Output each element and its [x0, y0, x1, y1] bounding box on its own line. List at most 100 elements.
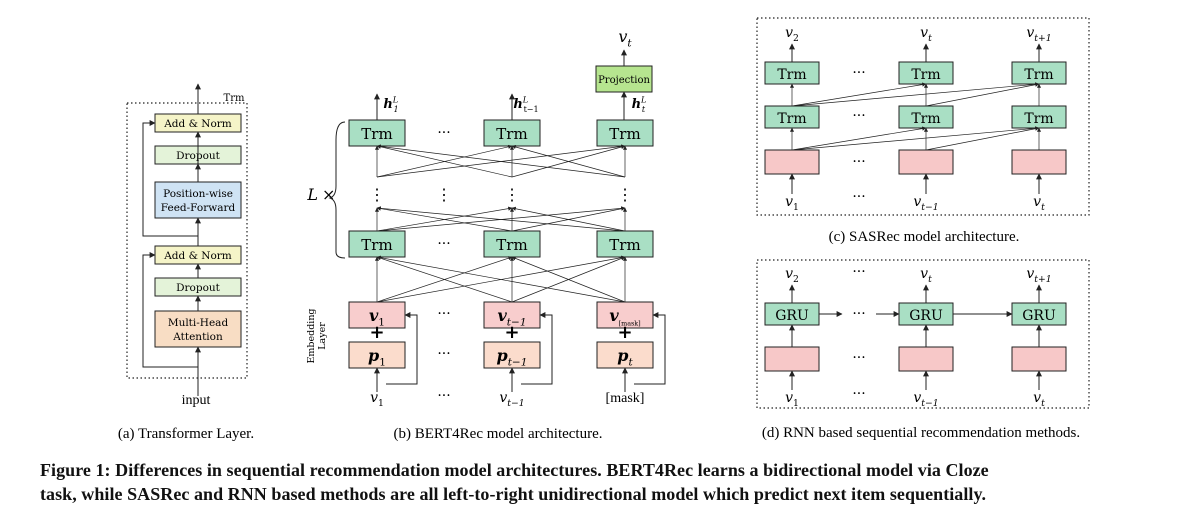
- mha-label-1: Multi-Head: [168, 317, 229, 329]
- item-embedding-block: [348, 301, 406, 329]
- rnn-output-label-2: vt: [920, 266, 932, 285]
- trm-label: Trm: [777, 67, 806, 83]
- causal-attention-arrow: [791, 126, 927, 151]
- layers-brace: [328, 121, 346, 259]
- sas-input-label-1: v1: [785, 194, 799, 213]
- attention-arrow: [376, 206, 626, 232]
- trm-block: [596, 230, 654, 258]
- trm-label: Trm: [1024, 111, 1053, 127]
- input-label-1: v1: [370, 390, 384, 409]
- trm-block: [483, 230, 541, 258]
- attention-arrow: [511, 256, 626, 303]
- sas-output-label-2: vt: [920, 25, 932, 44]
- ffn-label-1: Position-wise: [163, 188, 233, 200]
- add-norm-bottom-label: Add & Norm: [163, 250, 232, 262]
- projection-label: Projection: [598, 75, 650, 86]
- sas-output-label-1: v2: [785, 25, 799, 44]
- embedding-label-1: Embedding: [306, 308, 317, 363]
- gru-label: GRU: [775, 308, 809, 324]
- trm-block: [596, 119, 654, 147]
- vertical-ellipsis: ⋮: [436, 185, 452, 204]
- ellipsis: ···: [852, 65, 865, 81]
- add-norm-top-label: Add & Norm: [163, 118, 232, 130]
- position-embedding-label-2: pt−1: [497, 346, 528, 368]
- ellipsis: ···: [437, 388, 450, 404]
- trm-label: Trm: [1024, 67, 1053, 83]
- rnn-embedding-block: [1011, 346, 1067, 372]
- rnn-output-label-3: vt+1: [1026, 266, 1051, 285]
- ellipsis: ···: [437, 306, 450, 322]
- item-embedding-label-1: v1: [369, 306, 385, 328]
- trm-label: Trm: [609, 125, 640, 143]
- rnn-input-label-2: vt−1: [913, 390, 938, 409]
- plus-sign: +: [369, 322, 384, 343]
- embedding-label-2: Layer: [317, 322, 328, 350]
- gru-label: GRU: [909, 308, 943, 324]
- panel-sasrec: v2TrmTrmv1vtTrmTrmvt−1vt+1TrmTrmvt······…: [756, 17, 1090, 216]
- ellipsis: ···: [852, 350, 865, 366]
- plus-sign: +: [617, 322, 632, 343]
- rnn-input-label-3: vt: [1033, 390, 1045, 409]
- residual-connection-top: [142, 120, 198, 237]
- trm-label: Trm: [496, 125, 527, 143]
- sas-embedding-block: [1011, 149, 1067, 175]
- plus-sign: +: [504, 322, 519, 343]
- caption-panel-b: (b) BERT4Rec model architecture.: [393, 426, 602, 442]
- caption-panel-a: (a) Transformer Layer.: [118, 426, 254, 442]
- vertical-ellipsis: ⋮: [504, 185, 520, 204]
- gru-label: GRU: [1022, 308, 1056, 324]
- trm-label: Trm: [777, 111, 806, 127]
- sas-embedding-block: [764, 149, 820, 175]
- causal-attention-arrow: [791, 126, 1040, 151]
- trm-label: Trm: [911, 67, 940, 83]
- ellipsis: ···: [437, 236, 450, 252]
- ellipsis: ···: [852, 154, 865, 170]
- multi-head-attention-block: [154, 310, 242, 348]
- input-label: input: [182, 393, 211, 408]
- trm-label: Trm: [609, 236, 640, 254]
- vertical-ellipsis: ⋮: [369, 185, 385, 204]
- input-label-2: vt−1: [499, 390, 524, 409]
- trm-label: Trm: [361, 125, 392, 143]
- rnn-output-label-1: v2: [785, 266, 799, 285]
- mha-label-2: Attention: [172, 331, 223, 343]
- ffn-label-2: Feed-Forward: [161, 202, 236, 214]
- projection-block: [595, 65, 653, 93]
- position-embedding-block: [483, 341, 541, 369]
- position-embedding-label-1: p1: [368, 346, 386, 368]
- attention-arrow: [376, 144, 626, 178]
- trm-label: Trm: [496, 236, 527, 254]
- residual-connection-bottom: [142, 252, 198, 368]
- trm-block: [348, 119, 406, 147]
- attention-arrow: [376, 144, 513, 178]
- ellipsis: ···: [852, 264, 865, 280]
- ellipsis: ···: [852, 386, 865, 402]
- ellipsis: ···: [852, 189, 865, 205]
- causal-attention-arrow: [791, 82, 1040, 107]
- ellipsis: ···: [437, 346, 450, 362]
- ellipsis: ···: [852, 306, 865, 322]
- attention-arrow: [376, 255, 626, 303]
- figure-caption-line-2: task, while SASRec and RNN based methods…: [40, 484, 987, 504]
- embedding-bypass-arrow: [634, 312, 666, 385]
- trm-label: Trm: [911, 111, 940, 127]
- embedding-bypass-arrow: [521, 312, 553, 385]
- embedding-bypass-arrow: [386, 312, 418, 385]
- trm-label: Trm: [224, 93, 245, 104]
- input-label-3: [mask]: [606, 391, 645, 406]
- causal-attention-arrow: [925, 126, 1040, 151]
- dropout-bottom-label: Dropout: [176, 282, 221, 294]
- output-vt-label: vt: [618, 27, 632, 49]
- sas-input-label-2: vt−1: [913, 194, 938, 213]
- attention-arrow: [511, 206, 626, 232]
- attention-arrow: [511, 144, 626, 178]
- rnn-input-label-1: v1: [785, 390, 799, 409]
- item-embedding-label-3: v[mask]: [609, 306, 640, 327]
- figure-caption: Figure 1: Differences in sequential reco…: [40, 458, 1165, 506]
